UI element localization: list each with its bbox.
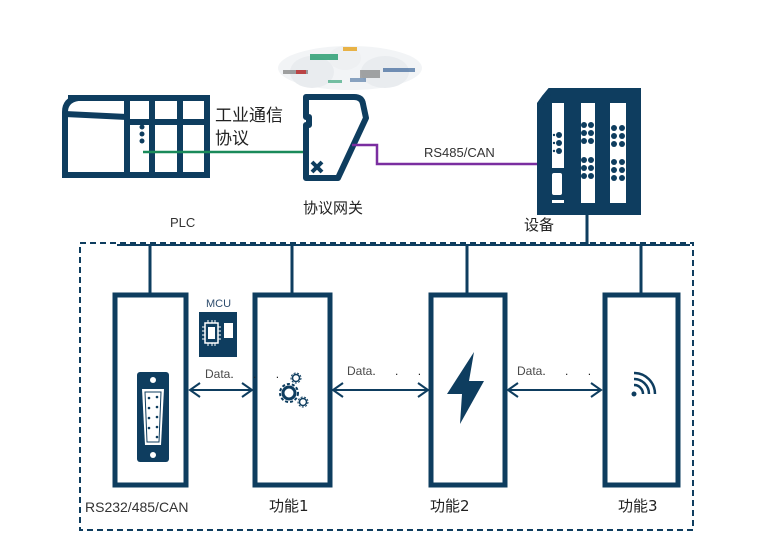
data-label-1: Data. . . xyxy=(205,368,287,380)
link-label-rs485: RS485/CAN xyxy=(424,145,495,160)
protocol-label-line1: 工业通信 xyxy=(215,106,283,126)
mcu-label: MCU xyxy=(206,298,232,310)
gateway-label: 协议网关 xyxy=(303,199,364,217)
data-label-3-dots: . . . xyxy=(542,364,600,378)
mcu-chip-icon xyxy=(199,312,237,357)
module-serial-label: RS232/485/CAN xyxy=(85,499,189,515)
data-label-3-text: Data xyxy=(517,364,543,378)
module-function-1 xyxy=(252,292,333,488)
module-function-3 xyxy=(602,292,681,488)
data-label-2-text: Data xyxy=(347,364,373,378)
data-arrow-3 xyxy=(506,382,603,398)
db9-connector-icon xyxy=(137,372,169,462)
plc-label: PLC xyxy=(170,215,196,230)
gears-icon xyxy=(279,372,309,408)
module-function-1-label: 功能1 xyxy=(269,497,309,515)
gateway-icon xyxy=(303,94,369,181)
data-label-1-text: Data xyxy=(205,367,231,381)
wireless-icon xyxy=(631,371,657,397)
module-drops xyxy=(148,245,643,295)
data-label-1-dots: . . . xyxy=(230,367,288,381)
plc-icon xyxy=(62,95,210,178)
protocol-label-line2: 协议 xyxy=(215,129,249,149)
gateway-device-link xyxy=(352,143,545,166)
data-arrow-2 xyxy=(331,382,430,398)
device-db9-port xyxy=(549,168,565,200)
data-label-2-dots: . . . xyxy=(372,364,430,378)
module-serial xyxy=(112,292,189,488)
data-label-3: Data. . . xyxy=(517,365,599,377)
data-arrow-1 xyxy=(188,382,254,398)
module-function-3-label: 功能3 xyxy=(618,497,658,515)
protocol-logos-cluster xyxy=(278,46,422,90)
data-label-2: Data. . . xyxy=(347,365,429,377)
module-function-2-label: 功能2 xyxy=(430,497,470,515)
lightning-icon xyxy=(447,352,484,424)
device-leds xyxy=(552,122,625,181)
module-function-2 xyxy=(428,292,508,488)
device-label: 设备 xyxy=(524,216,555,234)
